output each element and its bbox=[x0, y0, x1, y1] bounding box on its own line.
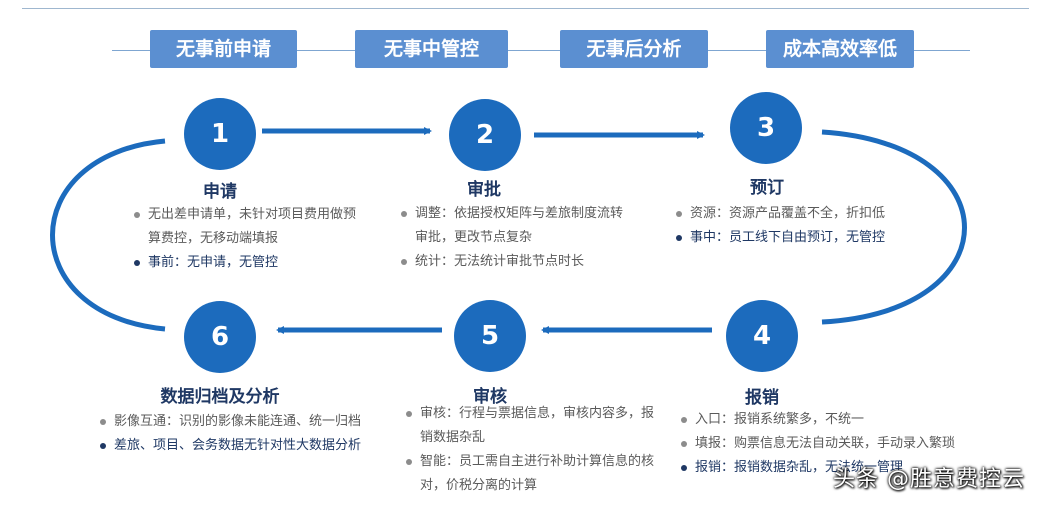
watermark: 头条 @胜意费控云 bbox=[833, 467, 1025, 492]
step-2-details: 调整：依据授权矩阵与差旅制度流转审批，更改节点复杂 统计：无法统计审批节点时长 bbox=[401, 202, 635, 274]
step-6-details: 影像互通：识别的影像未能连通、统一归档 差旅、项目、会务数据无针对性大数据分析 bbox=[100, 410, 362, 458]
step-2-item: 统计：无法统计审批节点时长 bbox=[401, 250, 635, 274]
step-4-item: 报销：报销数据杂乱，无法统一管理 bbox=[681, 456, 1001, 480]
step-1-details: 无出差申请单，未针对项目费用做预算费控，无移动端填报 事前：无申请，无管控 bbox=[134, 203, 364, 275]
step-1-circle: 1 bbox=[184, 98, 256, 170]
step-5-details: 审核：行程与票据信息，审核内容多，报销数据杂乱 智能：员工需自主进行补助计算信息… bbox=[406, 402, 656, 498]
step-4-details: 入口：报销系统繁多，不统一 填报：购票信息无法自动关联，手动录入繁琐 报销：报销… bbox=[681, 408, 1001, 480]
step-4-circle: 4 bbox=[726, 300, 798, 372]
header-line-right bbox=[914, 50, 970, 51]
step-4-item: 入口：报销系统繁多，不统一 bbox=[681, 408, 1001, 432]
step-1-item: 无出差申请单，未针对项目费用做预算费控，无移动端填报 bbox=[134, 203, 364, 251]
step-4-title: 报销 bbox=[745, 388, 779, 408]
step-3-details: 资源：资源产品覆盖不全，折扣低 事中：员工线下自由预订，无管控 bbox=[676, 202, 916, 250]
header-line-3 bbox=[708, 50, 766, 51]
step-6-title: 数据归档及分析 bbox=[160, 387, 280, 407]
header-line-2 bbox=[508, 50, 560, 51]
step-3-title: 预订 bbox=[750, 178, 784, 198]
step-5-item: 审核：行程与票据信息，审核内容多，报销数据杂乱 bbox=[406, 402, 656, 450]
top-rule bbox=[22, 8, 1029, 9]
step-6-item: 差旅、项目、会务数据无针对性大数据分析 bbox=[100, 434, 362, 458]
step-1-item: 事前：无申请，无管控 bbox=[134, 251, 364, 275]
header-line-1 bbox=[297, 50, 355, 51]
step-5-circle: 5 bbox=[454, 300, 526, 372]
header-no-pre-application: 无事前申请 bbox=[150, 30, 297, 68]
step-6-item: 影像互通：识别的影像未能连通、统一归档 bbox=[100, 410, 362, 434]
step-5-item: 智能：员工需自主进行补助计算信息的核对，价税分离的计算 bbox=[406, 450, 656, 498]
step-4-item: 填报：购票信息无法自动关联，手动录入繁琐 bbox=[681, 432, 1001, 456]
step-2-circle: 2 bbox=[449, 99, 521, 171]
step-2-title: 审批 bbox=[467, 180, 501, 200]
header-no-mid-control: 无事中管控 bbox=[355, 30, 508, 68]
step-6-circle: 6 bbox=[184, 301, 256, 373]
step-3-circle: 3 bbox=[730, 92, 802, 164]
step-3-item: 事中：员工线下自由预订，无管控 bbox=[676, 226, 916, 250]
step-1-title: 申请 bbox=[203, 182, 237, 202]
step-2-item: 调整：依据授权矩阵与差旅制度流转审批，更改节点复杂 bbox=[401, 202, 635, 250]
step-5-title: 审核 bbox=[473, 387, 507, 407]
header-line-left bbox=[112, 50, 150, 51]
arc-left bbox=[50, 138, 166, 332]
step-3-item: 资源：资源产品覆盖不全，折扣低 bbox=[676, 202, 916, 226]
arc-right bbox=[821, 129, 967, 325]
header-high-cost-low-efficiency: 成本高效率低 bbox=[766, 30, 914, 68]
header-no-post-analysis: 无事后分析 bbox=[560, 30, 708, 68]
